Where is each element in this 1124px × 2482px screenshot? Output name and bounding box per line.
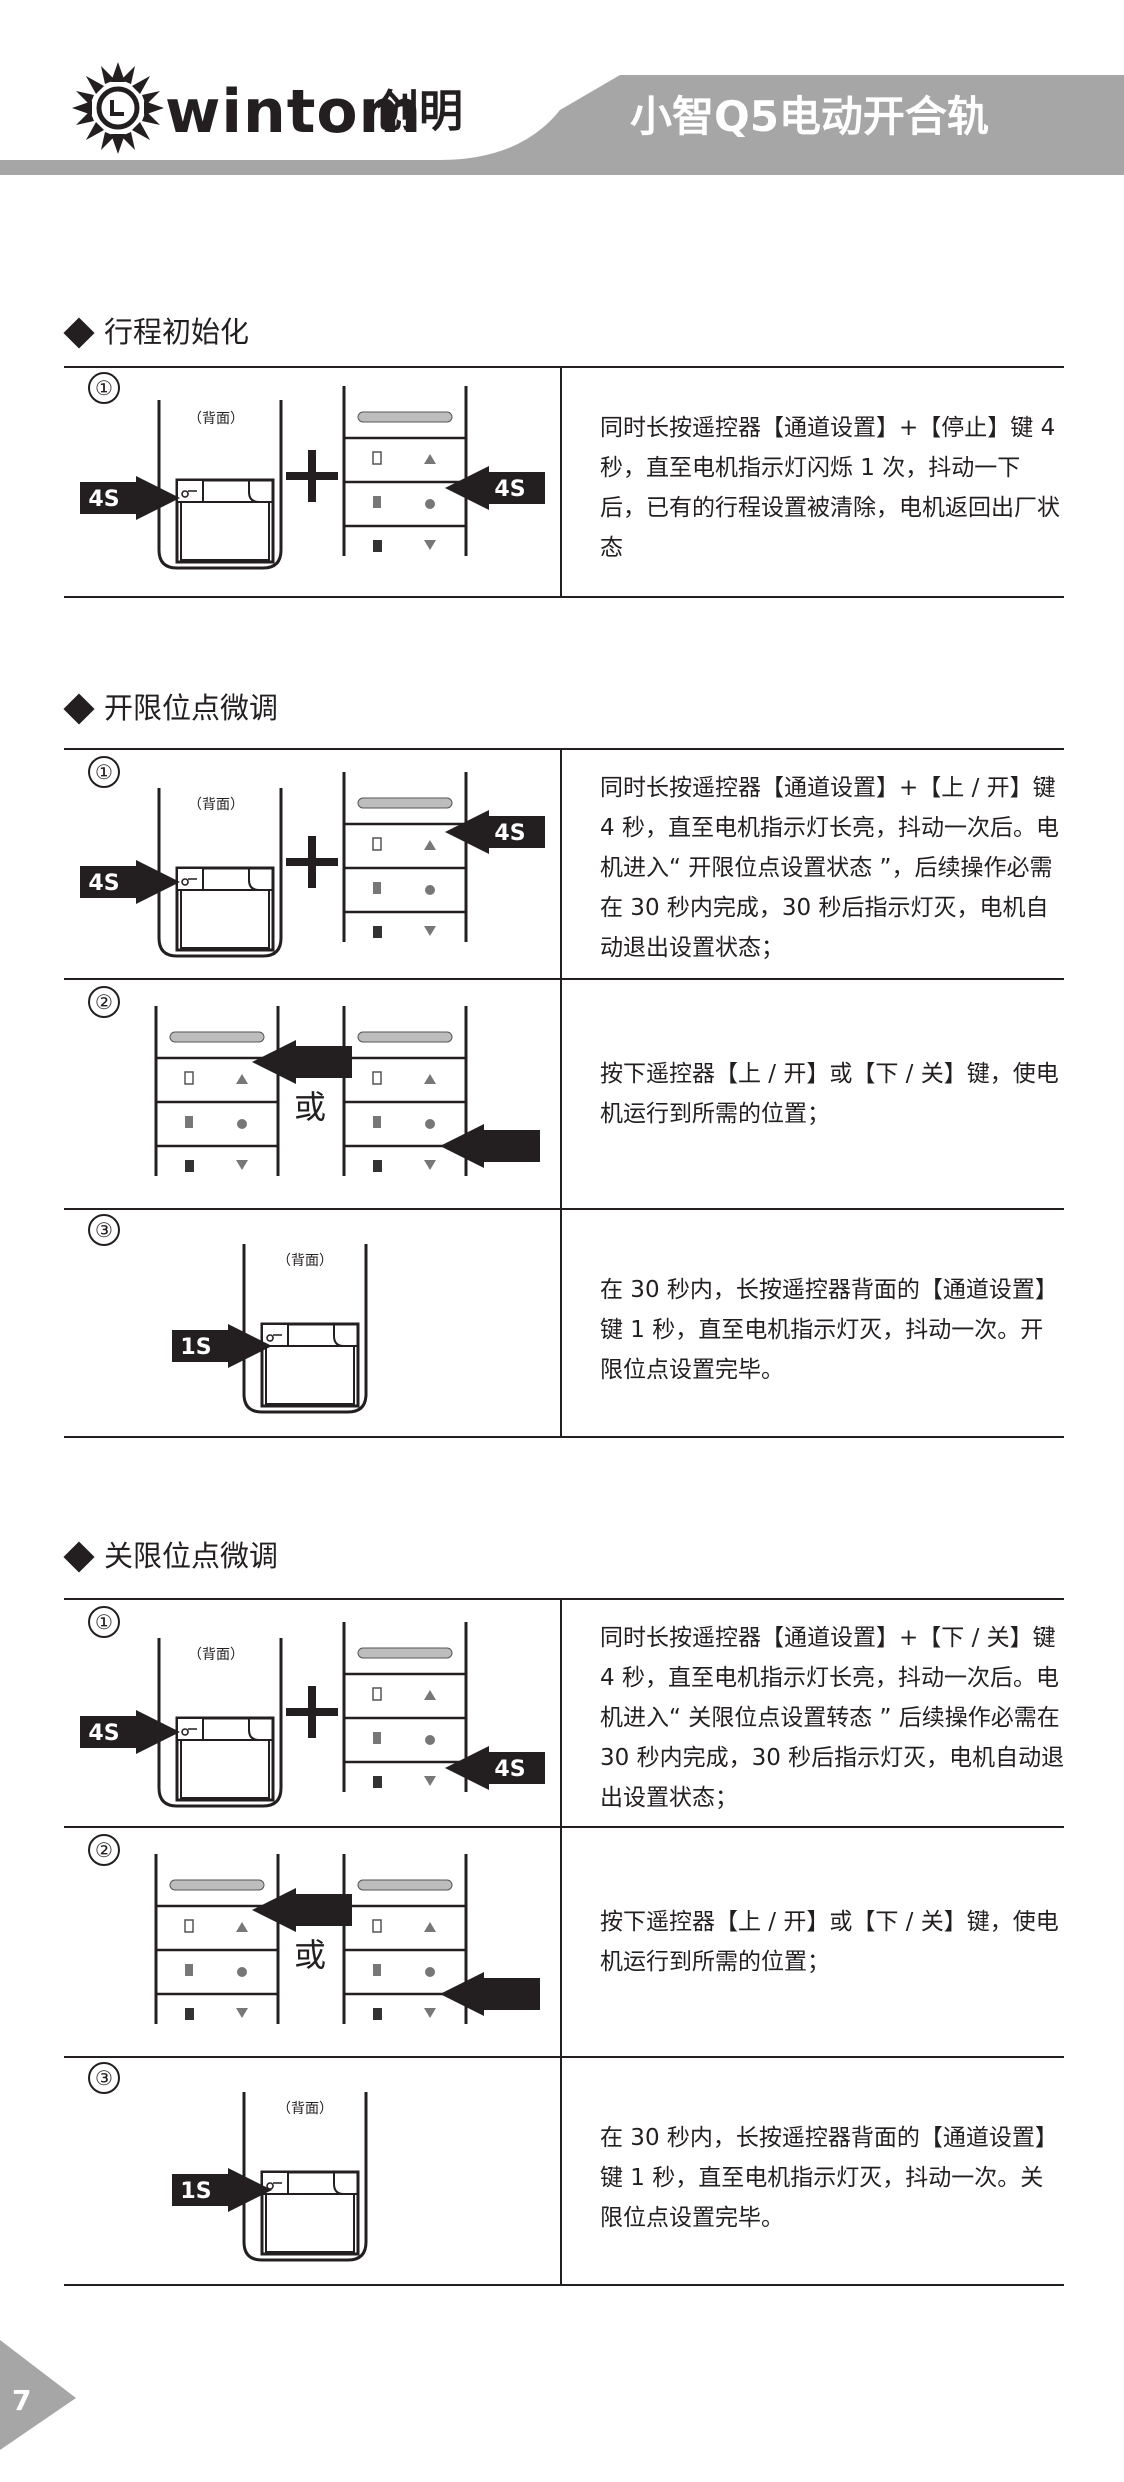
table-border — [64, 596, 1064, 598]
or-label: 或 — [294, 1936, 326, 1974]
table-border — [64, 1826, 1064, 1828]
step-illustration: （背面） 4S 4S — [80, 770, 545, 958]
arrow-left-icon — [252, 1888, 352, 1932]
hold-label: 1S — [180, 2179, 211, 2204]
header-band — [0, 62, 1124, 175]
remote-front-icon — [154, 1852, 280, 2026]
table-border — [64, 1598, 1064, 1600]
step-description: 同时长按遥控器【通道设置】+【上 / 开】键 4 秒，直至电机指示灯长亮，抖动一… — [600, 775, 1059, 961]
step-number: ① — [88, 1606, 120, 1638]
step-number: ③ — [88, 1214, 120, 1246]
table-divider — [560, 1598, 562, 2286]
arrow-left-icon — [252, 1040, 352, 1084]
step-illustration: （背面） 1S — [172, 2090, 368, 2262]
remote-front-icon — [342, 384, 468, 558]
step-description: 在 30 秒内，长按遥控器背面的【通道设置】键 1 秒，直至电机指示灯灭，抖动一… — [600, 2125, 1058, 2231]
or-label: 或 — [294, 1088, 326, 1126]
remote-front-icon — [342, 1004, 468, 1178]
table-border — [64, 2056, 1064, 2058]
remote-back-icon — [242, 2090, 368, 2262]
step-number: ② — [88, 1834, 120, 1866]
step-number: ① — [88, 756, 120, 788]
remote-front-icon — [342, 1620, 468, 1794]
section-title-text: 开限位点微调 — [104, 691, 279, 725]
table-border — [64, 748, 1064, 750]
step-illustration: 或 — [154, 1852, 540, 2026]
logo-text: wintom — [165, 77, 423, 147]
table-border — [64, 2284, 1064, 2286]
back-label: （背面） — [277, 2101, 333, 2117]
product-title: 小智Q5电动开合轨 — [630, 92, 989, 141]
plus-icon — [286, 836, 338, 888]
step-number: ② — [88, 986, 120, 1018]
page-number: 7 — [12, 2384, 32, 2417]
logo-chinese-name: 创明 — [375, 86, 463, 137]
table-border — [64, 366, 1064, 368]
hold-label: 4S — [88, 487, 119, 512]
plus-icon — [286, 450, 338, 502]
remote-front-icon — [154, 1004, 280, 1178]
step-number: ① — [88, 372, 120, 404]
back-label: （背面） — [277, 1253, 333, 1269]
remote-back-icon — [242, 1242, 368, 1414]
hold-label: 4S — [88, 871, 119, 896]
page-header: wintom 创明 小智Q5电动开合轨 — [0, 0, 1124, 180]
diamond-bullet-icon — [63, 1540, 95, 1573]
diamond-bullet-icon — [63, 692, 95, 725]
remote-front-icon — [342, 1852, 468, 2026]
plus-icon — [286, 1686, 338, 1738]
table-border — [64, 978, 1064, 980]
section-title-text: 关限位点微调 — [104, 1539, 279, 1573]
step-description: 按下遥控器【上 / 开】或【下 / 关】键，使电机运行到所需的位置； — [600, 1061, 1059, 1127]
step-description: 在 30 秒内，长按遥控器背面的【通道设置】键 1 秒，直至电机指示灯灭，抖动一… — [600, 1277, 1058, 1383]
step-number: ③ — [88, 2062, 120, 2094]
back-label: （背面） — [188, 797, 244, 813]
remote-front-icon — [342, 770, 468, 944]
step-illustration: （背面） 4S 4S — [80, 1620, 545, 1808]
remote-back-icon — [157, 786, 283, 958]
step-description: 按下遥控器【上 / 开】或【下 / 关】键，使电机运行到所需的位置； — [600, 1909, 1059, 1975]
table-border — [64, 1436, 1064, 1438]
hold-label: 1S — [180, 1335, 211, 1360]
section-title-travel-init: 行程初始化 — [63, 315, 250, 349]
hold-label: 4S — [494, 477, 525, 502]
arrow-left-icon — [440, 1124, 540, 1168]
step-illustration: 或 — [154, 1004, 540, 1178]
table-border — [64, 1208, 1064, 1210]
hold-label: 4S — [494, 1757, 525, 1782]
arrow-left-icon — [440, 1972, 540, 2016]
hold-label: 4S — [494, 821, 525, 846]
table-divider — [560, 366, 562, 598]
diamond-bullet-icon — [63, 316, 95, 349]
step-illustration: （背面） 4S 4S — [80, 384, 545, 570]
remote-back-icon — [157, 1636, 283, 1808]
step-description: 同时长按遥控器【通道设置】+【下 / 关】键 4 秒，直至电机指示灯长亮，抖动一… — [600, 1625, 1065, 1811]
back-label: （背面） — [188, 1647, 244, 1663]
section-title-text: 行程初始化 — [104, 315, 250, 349]
back-label: （背面） — [188, 411, 244, 427]
table-divider — [560, 748, 562, 1438]
page-number-tab — [0, 2340, 76, 2450]
hold-label: 4S — [88, 1721, 119, 1746]
section-title-open-limit: 开限位点微调 — [63, 691, 279, 725]
section-title-close-limit: 关限位点微调 — [63, 1539, 279, 1573]
step-description: 同时长按遥控器【通道设置】+【停止】键 4 秒，直至电机指示灯闪烁 1 次，抖动… — [600, 415, 1060, 561]
sun-logo-icon — [72, 62, 164, 154]
step-illustration: （背面） 1S — [172, 1242, 368, 1414]
